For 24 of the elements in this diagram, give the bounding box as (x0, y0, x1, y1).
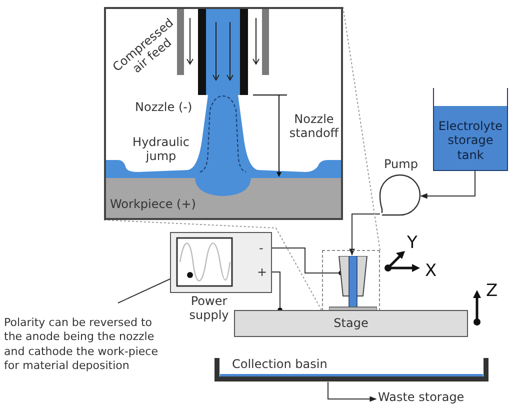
note-text: Polarity can be reversed to the anode being the nozzle and cathode the work-piece for material deposition (4, 316, 168, 378)
storage-tank: Electrolyte storage tank (433, 88, 508, 171)
callout-label: Nozzle (-) (135, 101, 192, 115)
detail-frame (322, 250, 380, 311)
arrow (349, 214, 380, 256)
arrow (420, 170, 476, 199)
stage-platform: Stage (234, 310, 468, 337)
projection-line (104, 220, 322, 312)
dimension-label: Nozzle standoff (288, 113, 340, 141)
node-label: Power supply (188, 295, 230, 323)
projection-line (342, 6, 380, 250)
callout-label: Workpiece (+) (110, 198, 196, 212)
node-label: Pump (384, 157, 418, 171)
callout-label: Hydraulic jump (132, 136, 190, 164)
arrow (328, 382, 377, 402)
terminal-sign: - (259, 241, 264, 255)
node-label: Waste storage (378, 390, 478, 408)
axis-label: X (425, 262, 437, 282)
terminal-sign: + (257, 265, 268, 279)
axis-label: Z (486, 282, 498, 302)
node-label: Collection basin (232, 357, 328, 371)
wire (272, 272, 282, 312)
axis-label: Y (407, 234, 418, 254)
leader-line (118, 278, 170, 304)
